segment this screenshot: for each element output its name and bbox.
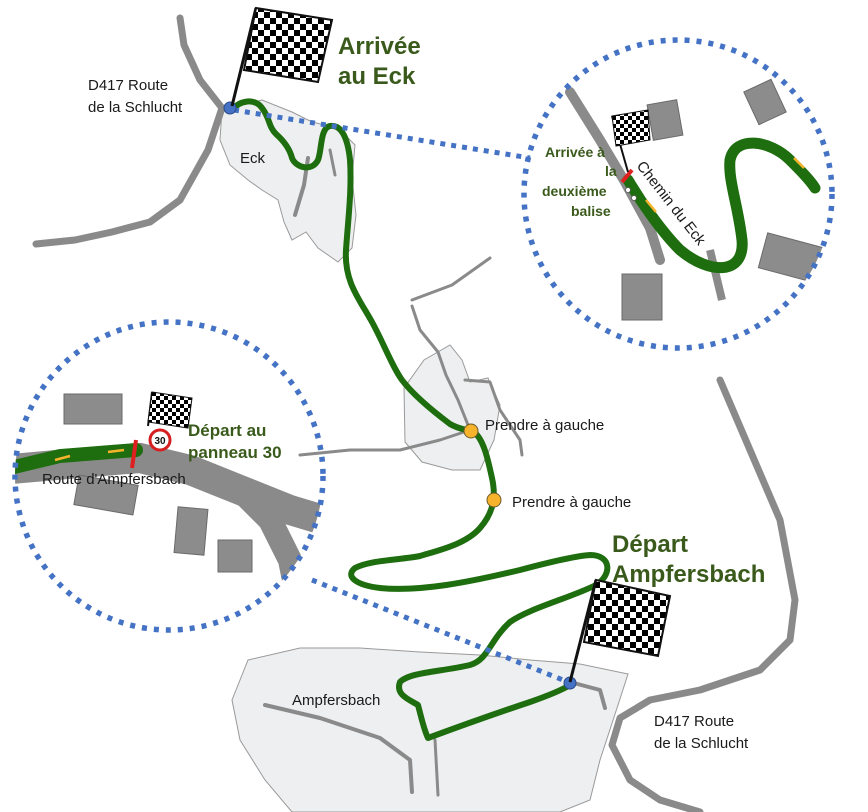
inset-circle-finish	[521, 37, 835, 351]
d417-bottom-label-line2: de la Schlucht	[654, 735, 749, 752]
inset-finish-flag-icon	[611, 109, 651, 173]
d417-top-label-line2: de la Schlucht	[88, 99, 183, 116]
building	[757, 232, 827, 284]
inset-route-line	[622, 137, 821, 274]
ampfersbach-road-1	[263, 703, 414, 794]
ampfersbach-village-label: Ampfersbach	[292, 692, 380, 709]
start-title-line1: Départ	[612, 531, 688, 558]
speed-sign-value: 30	[154, 436, 166, 447]
start-line-marker	[130, 439, 138, 469]
route-d-ampfersbach-label: Route d'Ampfersbach	[42, 471, 186, 488]
waypoint-marker-1	[463, 423, 479, 439]
start-title-line2: Ampfersbach	[612, 561, 765, 588]
building	[173, 506, 209, 556]
finish-title-line1: Arrivée	[338, 33, 421, 60]
middle-road-2	[410, 256, 492, 302]
d417-bottom-label-line1: D417 Route	[654, 713, 734, 730]
waypoint-marker-2	[486, 492, 502, 508]
speed-limit-sign-icon: 30	[148, 428, 172, 452]
inset-start-flag-icon	[147, 391, 193, 429]
inset-finish-text-line4: balise	[571, 203, 611, 219]
building	[743, 78, 787, 126]
d417-road-bottom	[608, 376, 799, 812]
d417-road-top	[32, 14, 226, 248]
inset-finish-text-line2: la	[605, 163, 617, 179]
building	[63, 393, 123, 425]
inset-start-text-line2: panneau 30	[188, 443, 282, 462]
middle-hamlet-area	[403, 344, 501, 471]
waypoint-label-1: Prendre à gauche	[485, 417, 604, 434]
route-line	[229, 98, 611, 741]
ampfersbach-village-area	[231, 647, 629, 812]
inset-finish-text-line1: Arrivée à	[545, 144, 605, 160]
inset-start-text-line1: Départ au	[188, 421, 266, 440]
eck-side-road-2	[328, 148, 337, 177]
eck-village-label: Eck	[240, 150, 266, 167]
finish-title-line2: au Eck	[338, 63, 416, 90]
building	[646, 99, 684, 141]
finish-inset	[521, 37, 835, 351]
building	[621, 273, 663, 321]
middle-road-1	[410, 304, 472, 432]
building	[217, 539, 253, 573]
route-d-ampfersbach-road	[15, 442, 323, 537]
finish-line-marker	[620, 168, 634, 184]
roads	[32, 14, 799, 812]
ampfersbach-road-3	[433, 738, 440, 797]
d417-top-label-line1: D417 Route	[88, 77, 168, 94]
building	[73, 474, 139, 516]
ampfersbach-road-2	[568, 680, 607, 710]
finish-point-marker	[223, 101, 237, 115]
finish-flag-icon	[230, 6, 334, 107]
inset-finish-text-line3: deuxième	[542, 183, 607, 199]
connector-line-start	[311, 577, 569, 685]
middle-road-4	[298, 428, 472, 457]
middle-road-3	[463, 378, 524, 457]
waypoint-label-2: Prendre à gauche	[512, 494, 631, 511]
start-flag-icon	[568, 578, 672, 683]
inset-circle-start	[12, 319, 326, 633]
